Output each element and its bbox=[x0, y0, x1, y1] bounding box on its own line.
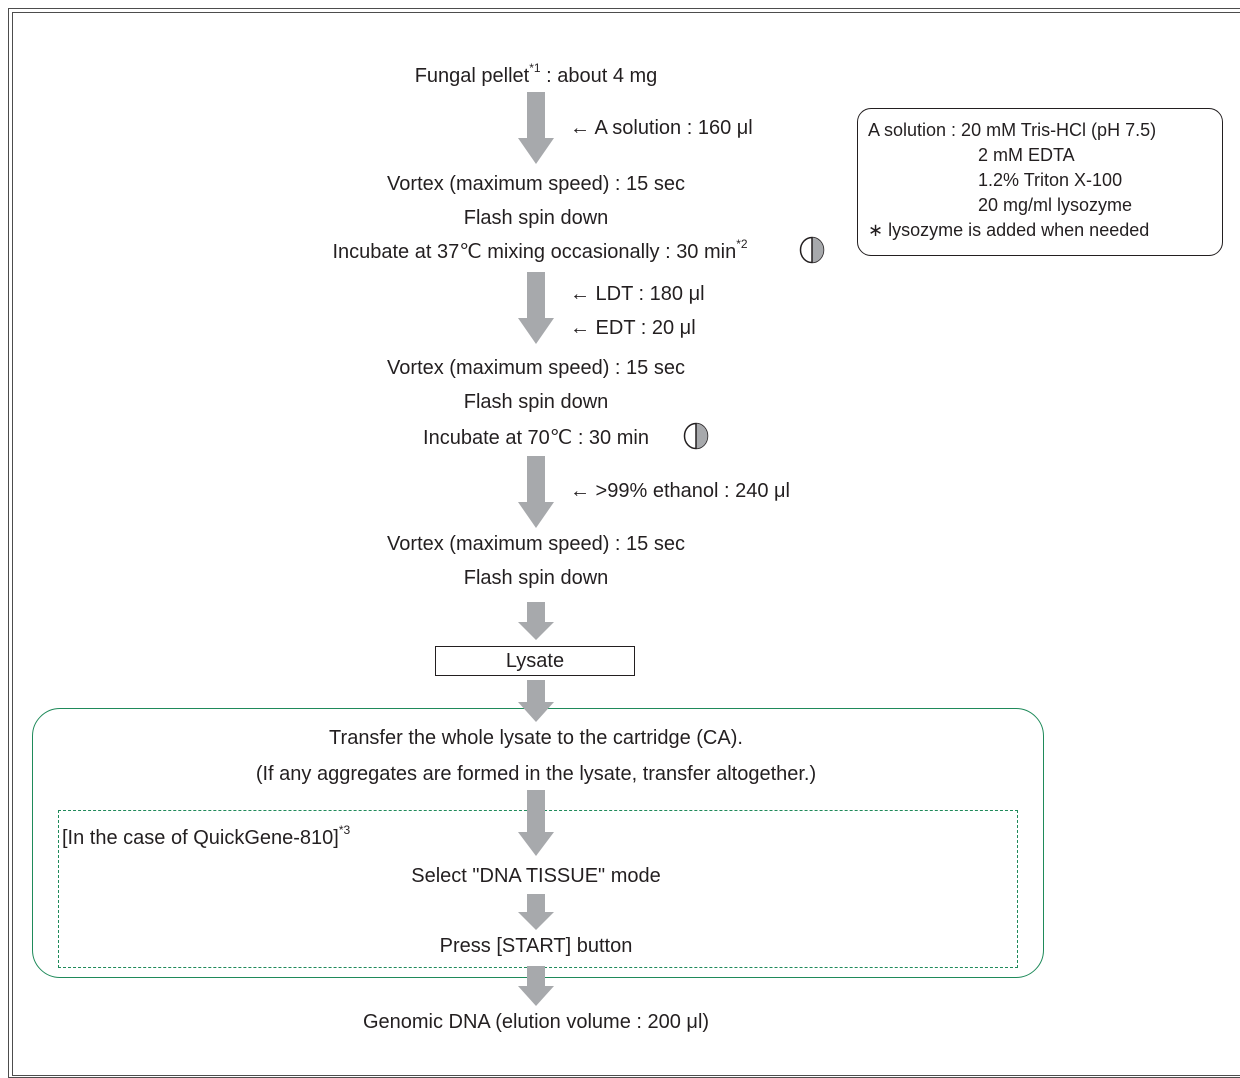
down-arrow-icon bbox=[518, 680, 554, 722]
down-arrow-icon bbox=[518, 456, 554, 528]
step-spin-3: Flash spin down bbox=[463, 567, 609, 589]
a-solution-note: A solution : 20 mM Tris-HCl (pH 7.5) 2 m… bbox=[857, 108, 1223, 256]
add-ethanol: ← >99% ethanol : 240 μl bbox=[570, 480, 790, 502]
note-line-1: A solution : 20 mM Tris-HCl (pH 7.5) bbox=[868, 120, 1157, 140]
timer-icon bbox=[799, 236, 825, 264]
note-line-2: 2 mM EDTA bbox=[978, 145, 1075, 165]
note-line-5: ∗ lysozyme is added when needed bbox=[868, 220, 1150, 240]
lysate-box: Lysate bbox=[435, 646, 635, 676]
step-vortex-3: Vortex (maximum speed) : 15 sec bbox=[387, 533, 685, 555]
down-arrow-icon bbox=[518, 894, 554, 930]
step-vortex-1: Vortex (maximum speed) : 15 sec bbox=[387, 173, 685, 195]
down-arrow-icon bbox=[518, 272, 554, 344]
step-transfer-note: (If any aggregates are formed in the lys… bbox=[255, 763, 817, 785]
down-arrow-icon bbox=[518, 92, 554, 164]
quickgene-case-label: [In the case of QuickGene-810]*3 bbox=[62, 823, 351, 849]
step-fungal-pellet: Fungal pellet*1 : about 4 mg bbox=[414, 61, 658, 87]
step-spin-1: Flash spin down bbox=[463, 207, 609, 229]
add-a-solution: ← A solution : 160 μl bbox=[570, 117, 753, 139]
step-press-start: Press [START] button bbox=[439, 935, 633, 957]
add-ldt: ← LDT : 180 μl bbox=[570, 283, 705, 305]
step-vortex-2: Vortex (maximum speed) : 15 sec bbox=[387, 357, 685, 379]
timer-icon bbox=[683, 422, 709, 450]
step-incubate-70: Incubate at 70℃ : 30 min bbox=[423, 427, 649, 449]
down-arrow-icon bbox=[518, 966, 554, 1006]
note-line-3: 1.2% Triton X-100 bbox=[978, 170, 1123, 190]
down-arrow-icon bbox=[518, 790, 554, 856]
down-arrow-icon bbox=[518, 602, 554, 640]
step-incubate-37: Incubate at 37℃ mixing occasionally : 30… bbox=[332, 237, 748, 263]
step-select-mode: Select "DNA TISSUE" mode bbox=[411, 865, 661, 887]
step-transfer: Transfer the whole lysate to the cartrid… bbox=[329, 727, 743, 749]
note-line-4: 20 mg/ml lysozyme bbox=[978, 195, 1133, 215]
step-genomic-dna: Genomic DNA (elution volume : 200 μl) bbox=[362, 1011, 710, 1033]
step-spin-2: Flash spin down bbox=[463, 391, 609, 413]
add-edt: ← EDT : 20 μl bbox=[570, 317, 696, 339]
